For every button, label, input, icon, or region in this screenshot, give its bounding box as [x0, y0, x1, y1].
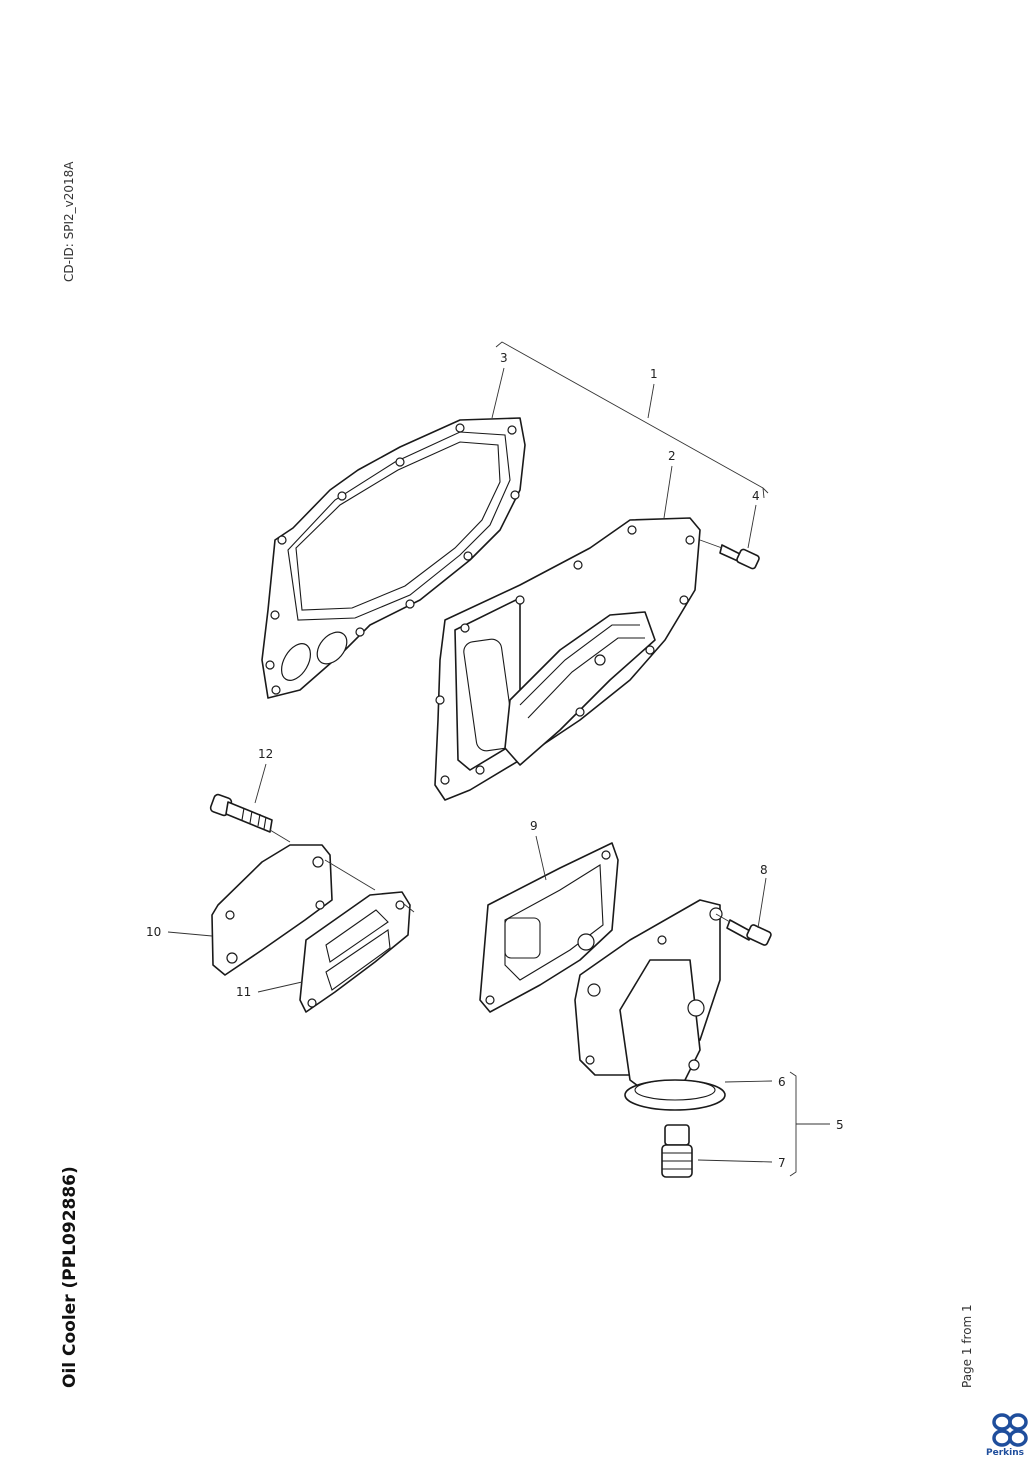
perkins-logo-icon: [992, 1413, 1028, 1447]
callout-7: 7: [778, 1156, 786, 1170]
part-12-bolt: [209, 793, 273, 833]
callout-1: 1: [650, 367, 658, 381]
callout-leaders: [167, 341, 830, 1177]
part-8-bolt: [726, 919, 772, 946]
part-7-nipple: [661, 1124, 693, 1178]
callout-11: 11: [236, 985, 251, 999]
part-9-gasket: [479, 842, 619, 1013]
callout-12: 12: [258, 747, 273, 761]
callout-8: 8: [760, 863, 768, 877]
part-2-oil-cooler: [434, 517, 701, 801]
callout-3: 3: [500, 351, 508, 365]
callout-10: 10: [146, 925, 161, 939]
part-10-plate: [211, 844, 333, 976]
part-11-gasket: [299, 891, 411, 1013]
callout-4: 4: [752, 489, 760, 503]
part-5-filter-head: [574, 899, 726, 1111]
brand-name: Perkins: [986, 1448, 1024, 1458]
callout-6: 6: [778, 1075, 786, 1089]
callout-2: 2: [668, 449, 676, 463]
callout-9: 9: [530, 819, 538, 833]
part-4-bolt: [719, 544, 760, 570]
callout-5: 5: [836, 1118, 844, 1132]
part-3-gasket: [261, 417, 526, 699]
